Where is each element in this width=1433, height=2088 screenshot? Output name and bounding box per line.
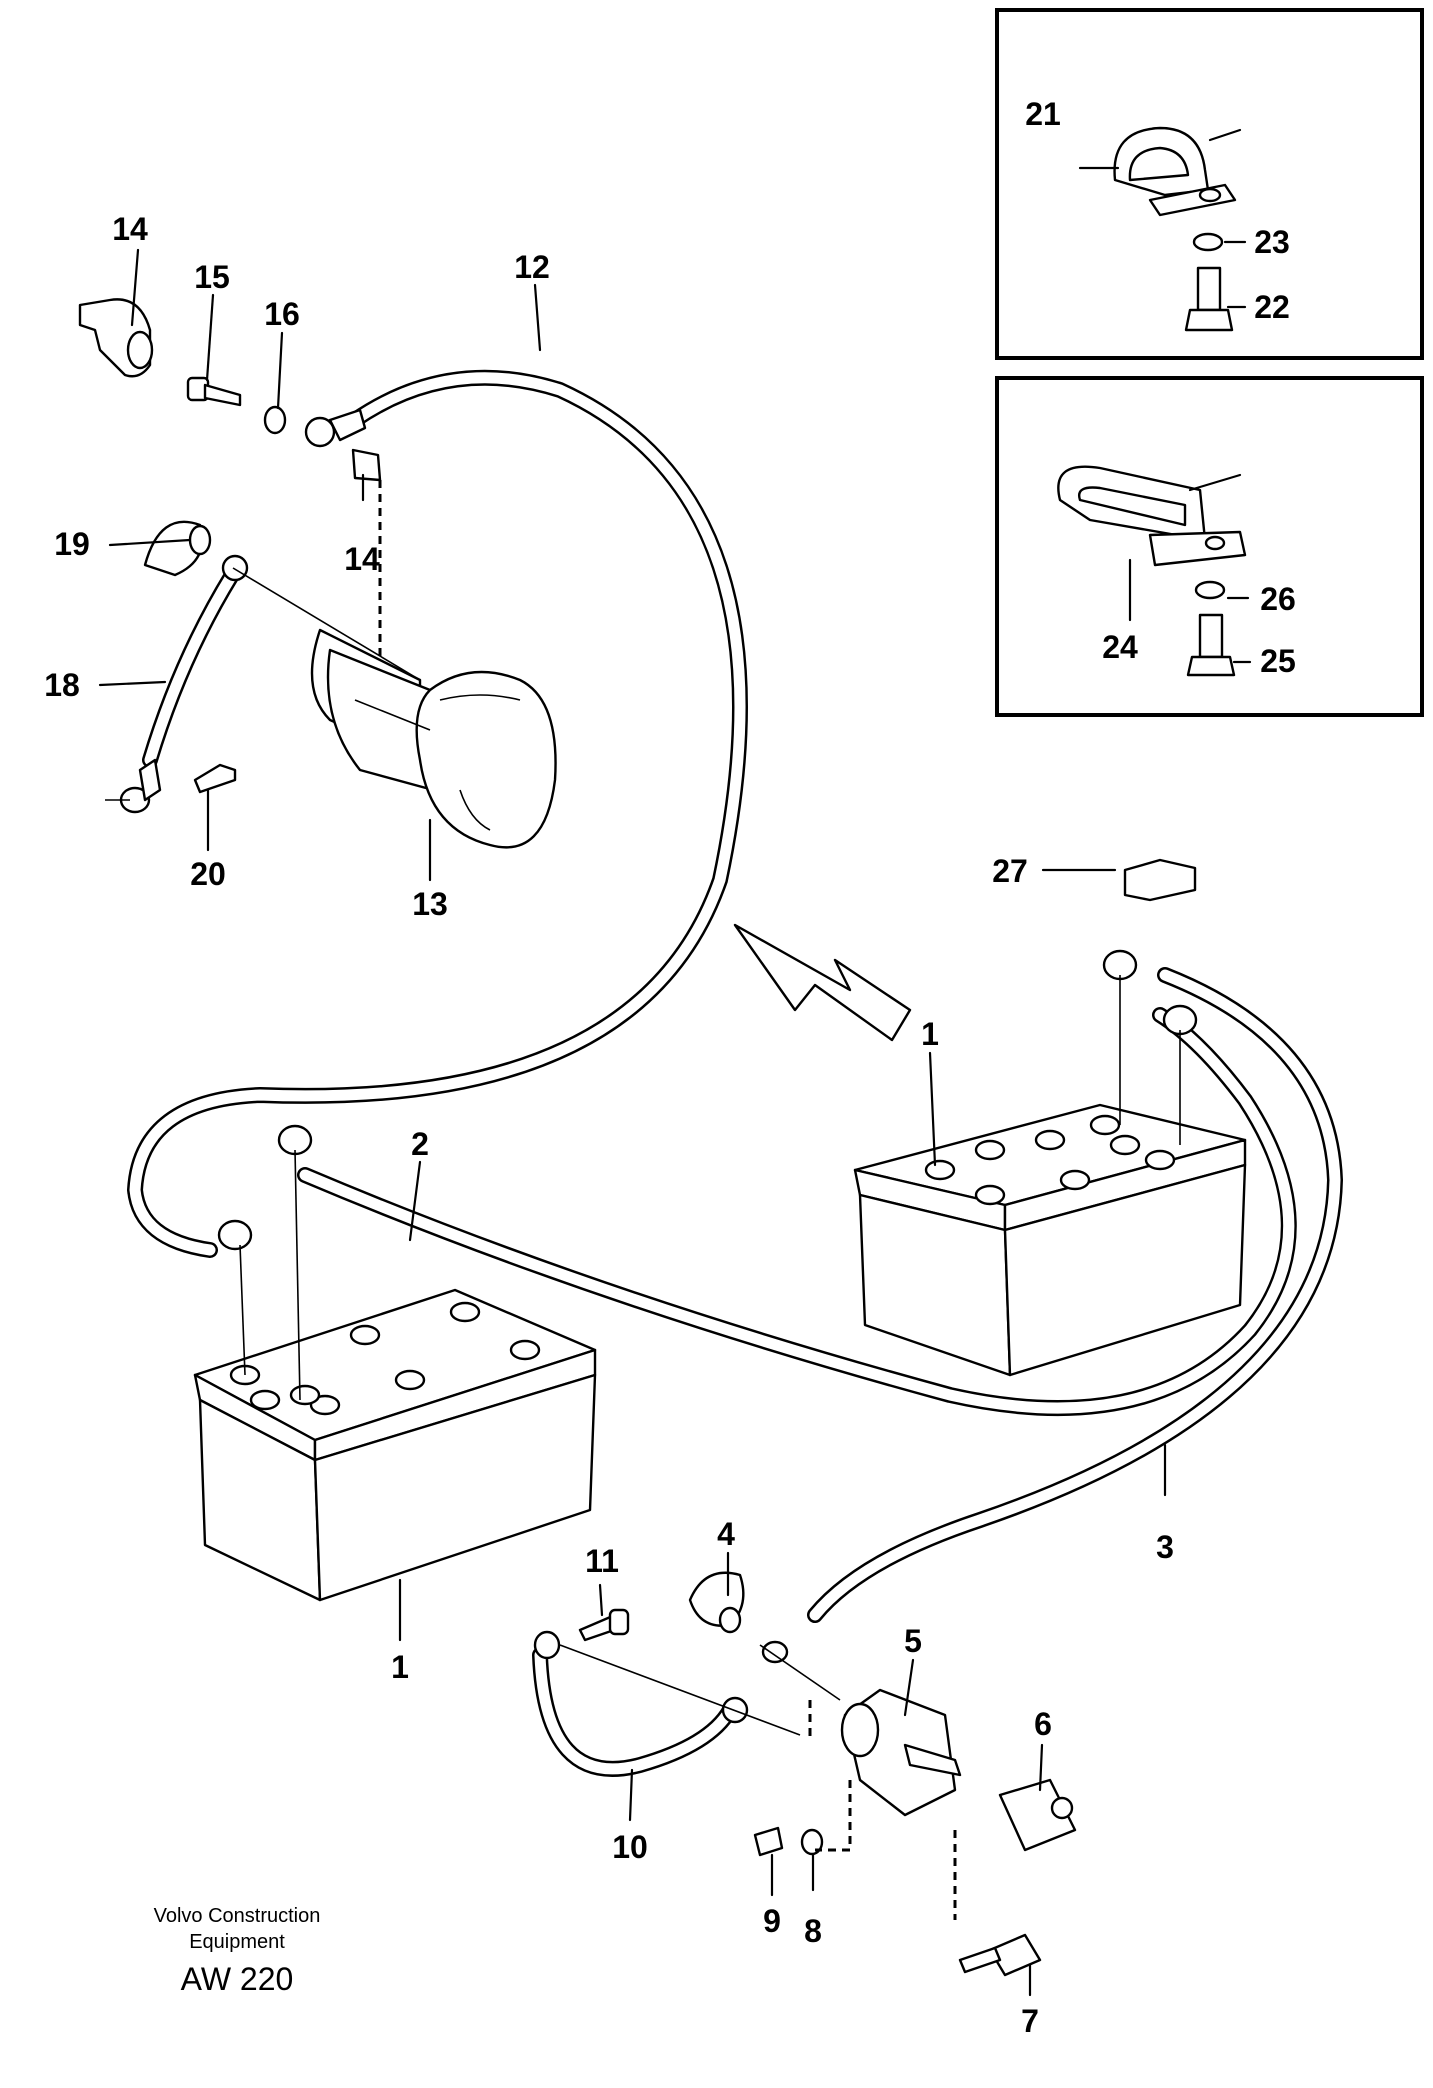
callout-label: 9 bbox=[763, 1903, 781, 1939]
connector-lines bbox=[105, 567, 1181, 1736]
callout-label: 12 bbox=[514, 249, 550, 285]
callout-label: 26 bbox=[1260, 581, 1296, 617]
model-label: AW 220 bbox=[181, 1961, 294, 1997]
cable-2 bbox=[297, 1007, 1297, 1416]
callout-label: 11 bbox=[585, 1543, 619, 1579]
inset-clamp-large bbox=[995, 376, 1424, 717]
callout-label: 20 bbox=[190, 856, 226, 892]
callout-leaders bbox=[98, 248, 1167, 1997]
callout-label: 16 bbox=[264, 296, 300, 332]
callout-label: 18 bbox=[44, 667, 80, 703]
cable-18 bbox=[142, 567, 240, 768]
parts-lower bbox=[533, 1571, 1077, 1977]
callout-label: 27 bbox=[992, 853, 1028, 889]
callout-label: 10 bbox=[612, 1829, 648, 1865]
cable-10 bbox=[532, 1647, 738, 1777]
brand-line-1: Volvo Construction bbox=[154, 1905, 321, 1927]
callout-label: 1 bbox=[921, 1016, 939, 1052]
battery-left bbox=[193, 1288, 597, 1602]
callout-label: 13 bbox=[412, 886, 448, 922]
callout-label: 1 bbox=[391, 1649, 409, 1685]
callout-label: 3 bbox=[1156, 1529, 1174, 1565]
callout-label: 14 bbox=[344, 541, 380, 577]
callout-label: 19 bbox=[54, 526, 90, 562]
callout-label: 14 bbox=[112, 211, 148, 247]
callout-label: 5 bbox=[904, 1623, 922, 1659]
callout-label: 21 bbox=[1025, 96, 1061, 132]
footer-branding: Volvo Construction Equipment AW 220 bbox=[154, 1905, 321, 1997]
callout-label: 6 bbox=[1034, 1706, 1052, 1742]
cable-3 bbox=[807, 967, 1344, 1623]
assembly-dash-lines bbox=[378, 480, 957, 1920]
cable-12 bbox=[126, 369, 748, 1258]
callout-label: 2 bbox=[411, 1126, 429, 1162]
callout-label: 15 bbox=[194, 259, 230, 295]
callout-label: 22 bbox=[1254, 289, 1290, 325]
battery-right bbox=[853, 1103, 1247, 1377]
parts-upper-left bbox=[78, 298, 382, 814]
brand-line-2: Equipment bbox=[189, 1931, 285, 1953]
callout-label: 4 bbox=[717, 1516, 735, 1552]
callout-label: 8 bbox=[804, 1913, 822, 1949]
callout-label: 7 bbox=[1021, 2003, 1039, 2039]
callout-labels: 14 15 16 12 19 14 18 20 13 21 23 22 24 2… bbox=[44, 96, 1296, 2039]
direction-arrow bbox=[733, 923, 912, 1042]
battery-terminals bbox=[217, 858, 1198, 1251]
starter-motor bbox=[310, 628, 557, 849]
inset-clamp-small bbox=[995, 8, 1424, 360]
callout-label: 23 bbox=[1254, 224, 1290, 260]
callout-label: 25 bbox=[1260, 643, 1296, 679]
callout-label: 24 bbox=[1102, 629, 1138, 665]
